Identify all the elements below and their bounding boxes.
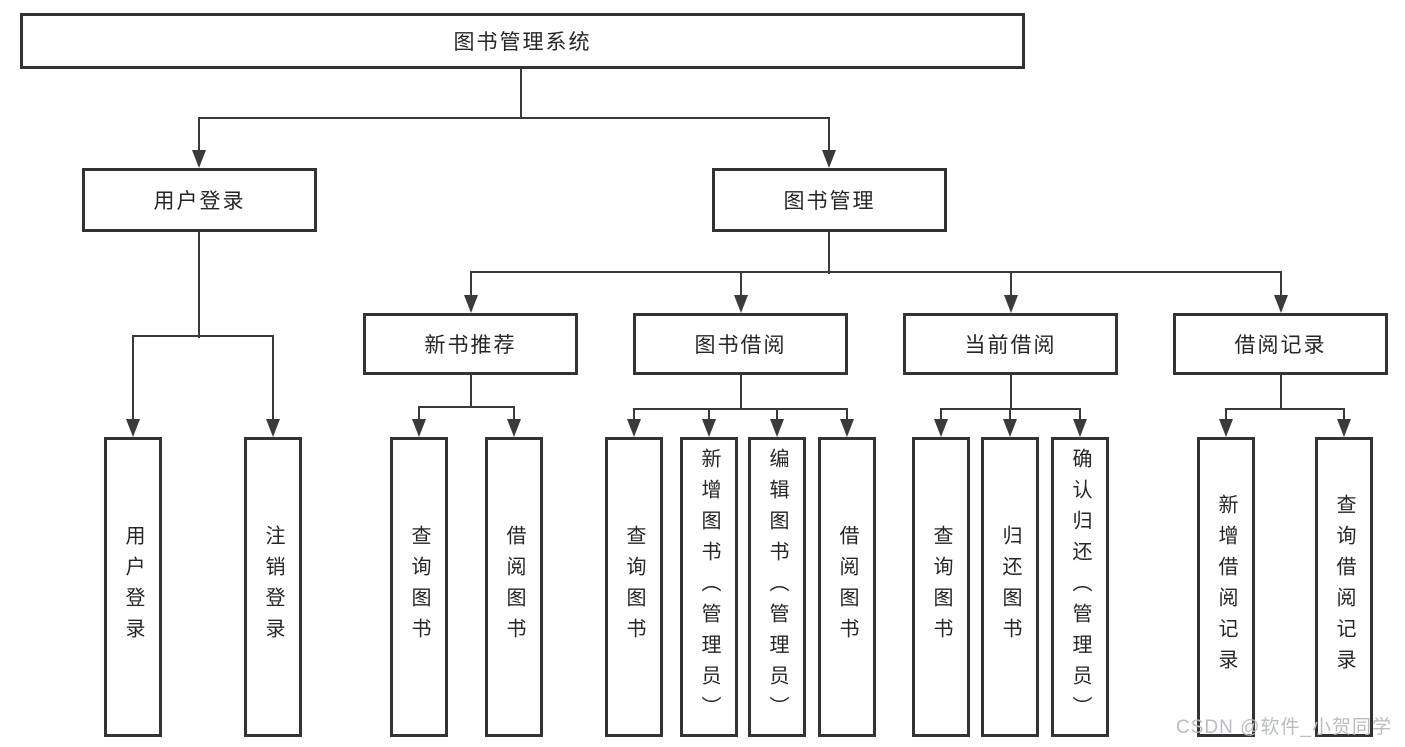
node-new-book-recommend: 新书推荐	[363, 313, 578, 375]
connector-vline	[828, 232, 830, 274]
connector-vline	[776, 409, 778, 422]
node-book-borrow-label: 图书借阅	[694, 334, 787, 357]
csdn-watermark: CSDN @软件_小贺同学	[1176, 717, 1392, 738]
connector-vline	[940, 409, 942, 422]
leaf-borrow-books-recommend-label: 借阅图书	[503, 525, 525, 649]
leaf-return-book-label: 归还图书	[999, 525, 1021, 649]
leaf-logout: 注销登录	[244, 437, 302, 737]
connector-vline	[1280, 375, 1282, 409]
leaf-add-book-admin-label: 新增图书（管理员）	[698, 447, 720, 727]
arrow-down-icon	[627, 419, 641, 437]
arrow-down-icon	[1003, 419, 1017, 437]
node-new-book-recommend-label: 新书推荐	[424, 334, 517, 357]
arrow-down-icon	[1004, 295, 1018, 313]
connector-hline	[418, 406, 515, 408]
leaf-confirm-return-admin-label: 确认归还（管理员）	[1069, 447, 1091, 727]
connector-vline	[513, 407, 515, 422]
connector-vline	[1010, 272, 1012, 298]
leaf-query-borrow-record: 查询借阅记录	[1315, 437, 1373, 737]
arrow-down-icon	[840, 419, 854, 437]
node-user-login-label: 用户登录	[153, 190, 246, 213]
arrow-down-icon	[412, 419, 426, 437]
arrow-down-icon	[734, 295, 748, 313]
leaf-return-book: 归还图书	[981, 437, 1039, 737]
node-current-borrow-label: 当前借阅	[964, 334, 1057, 357]
arrow-down-icon	[192, 150, 206, 168]
connector-vline	[418, 407, 420, 422]
connector-vline	[470, 272, 472, 298]
arrow-down-icon	[1337, 419, 1351, 437]
arrow-down-icon	[822, 150, 836, 168]
arrow-down-icon	[507, 419, 521, 437]
node-borrow-records-label: 借阅记录	[1234, 334, 1327, 357]
connector-vline	[470, 375, 472, 407]
node-root-label: 图书管理系统	[453, 31, 592, 54]
connector-vline	[198, 118, 200, 154]
leaf-query-books-borrow: 查询图书	[605, 437, 663, 737]
leaf-confirm-return-admin: 确认归还（管理员）	[1051, 437, 1109, 737]
leaf-user-login: 用户登录	[104, 437, 162, 737]
connector-vline	[1009, 409, 1011, 422]
connector-vline	[828, 118, 830, 154]
leaf-query-books-recommend-label: 查询图书	[408, 525, 430, 649]
connector-vline	[1280, 272, 1282, 298]
connector-vline	[1010, 375, 1012, 409]
connector-vline	[520, 69, 522, 118]
connector-vline	[740, 375, 742, 409]
arrow-down-icon	[1073, 419, 1087, 437]
node-current-borrow: 当前借阅	[903, 313, 1118, 375]
connector-vline	[633, 409, 635, 422]
arrow-down-icon	[1274, 295, 1288, 313]
leaf-user-login-label: 用户登录	[122, 525, 144, 649]
arrow-down-icon	[1219, 419, 1233, 437]
leaf-query-books-borrow-label: 查询图书	[623, 525, 645, 649]
connector-vline	[1343, 409, 1345, 422]
leaf-query-books-current-label: 查询图书	[930, 525, 952, 649]
leaf-edit-book-admin-label: 编辑图书（管理员）	[766, 447, 788, 727]
leaf-query-books-current: 查询图书	[912, 437, 970, 737]
arrow-down-icon	[266, 419, 280, 437]
leaf-borrow-books-label: 借阅图书	[836, 525, 858, 649]
connector-vline	[1225, 409, 1227, 422]
connector-vline	[708, 409, 710, 422]
node-root: 图书管理系统	[20, 13, 1025, 69]
node-user-login: 用户登录	[82, 168, 317, 232]
leaf-add-borrow-record-label: 新增借阅记录	[1215, 494, 1237, 680]
connector-vline	[740, 272, 742, 298]
connector-hline	[132, 335, 274, 337]
connector-vline	[846, 409, 848, 422]
arrow-down-icon	[464, 295, 478, 313]
connector-vline	[132, 336, 134, 422]
connector-vline	[1079, 409, 1081, 422]
leaf-logout-label: 注销登录	[262, 525, 284, 649]
connector-vline	[198, 232, 200, 338]
leaf-query-borrow-record-label: 查询借阅记录	[1333, 494, 1355, 680]
leaf-query-books-recommend: 查询图书	[390, 437, 448, 737]
node-book-management-label: 图书管理	[783, 190, 876, 213]
leaf-add-borrow-record: 新增借阅记录	[1197, 437, 1255, 737]
node-borrow-records: 借阅记录	[1173, 313, 1388, 375]
connector-hline	[198, 117, 830, 119]
arrow-down-icon	[934, 419, 948, 437]
node-book-management: 图书管理	[712, 168, 947, 232]
arrow-down-icon	[770, 419, 784, 437]
connector-hline	[470, 271, 1282, 273]
arrow-down-icon	[126, 419, 140, 437]
connector-vline	[272, 336, 274, 422]
leaf-add-book-admin: 新增图书（管理员）	[680, 437, 738, 737]
connector-hline	[1225, 408, 1345, 410]
leaf-borrow-books-recommend: 借阅图书	[485, 437, 543, 737]
connector-hline	[633, 408, 848, 410]
leaf-edit-book-admin: 编辑图书（管理员）	[748, 437, 806, 737]
node-book-borrow: 图书借阅	[633, 313, 848, 375]
leaf-borrow-books: 借阅图书	[818, 437, 876, 737]
arrow-down-icon	[702, 419, 716, 437]
